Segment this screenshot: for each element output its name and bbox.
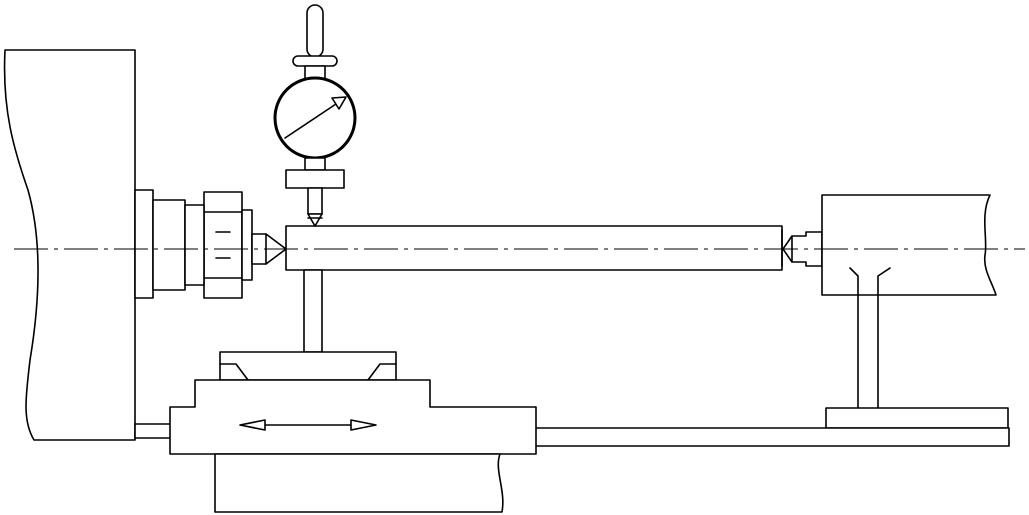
spindle-collar xyxy=(134,189,154,299)
indicator-lower-neck xyxy=(304,157,326,171)
spindle-flange xyxy=(152,199,186,291)
headstock xyxy=(3,49,136,441)
indicator-plunger xyxy=(307,187,323,215)
dial-needle xyxy=(284,103,337,139)
workpiece-shaft xyxy=(285,225,783,271)
cross-slide xyxy=(219,351,397,381)
tailstock xyxy=(821,194,997,296)
tailstock-base xyxy=(825,407,1009,429)
tailstock-leg xyxy=(849,267,891,409)
bed-left-rail xyxy=(134,423,172,439)
lathe-bed xyxy=(534,427,1010,447)
dial-indicator xyxy=(273,4,357,227)
indicator-top-knob xyxy=(306,4,324,58)
feed-direction-arrow xyxy=(239,419,377,431)
dial-needle-tip xyxy=(331,96,347,110)
indicator-stem xyxy=(303,269,323,353)
chuck xyxy=(184,191,253,299)
dovetail xyxy=(219,363,397,381)
apron xyxy=(214,453,504,513)
indicator-cap xyxy=(292,55,338,67)
indicator-clamp xyxy=(285,169,345,189)
indicator-probe-tip xyxy=(307,213,323,227)
carriage xyxy=(169,379,537,455)
